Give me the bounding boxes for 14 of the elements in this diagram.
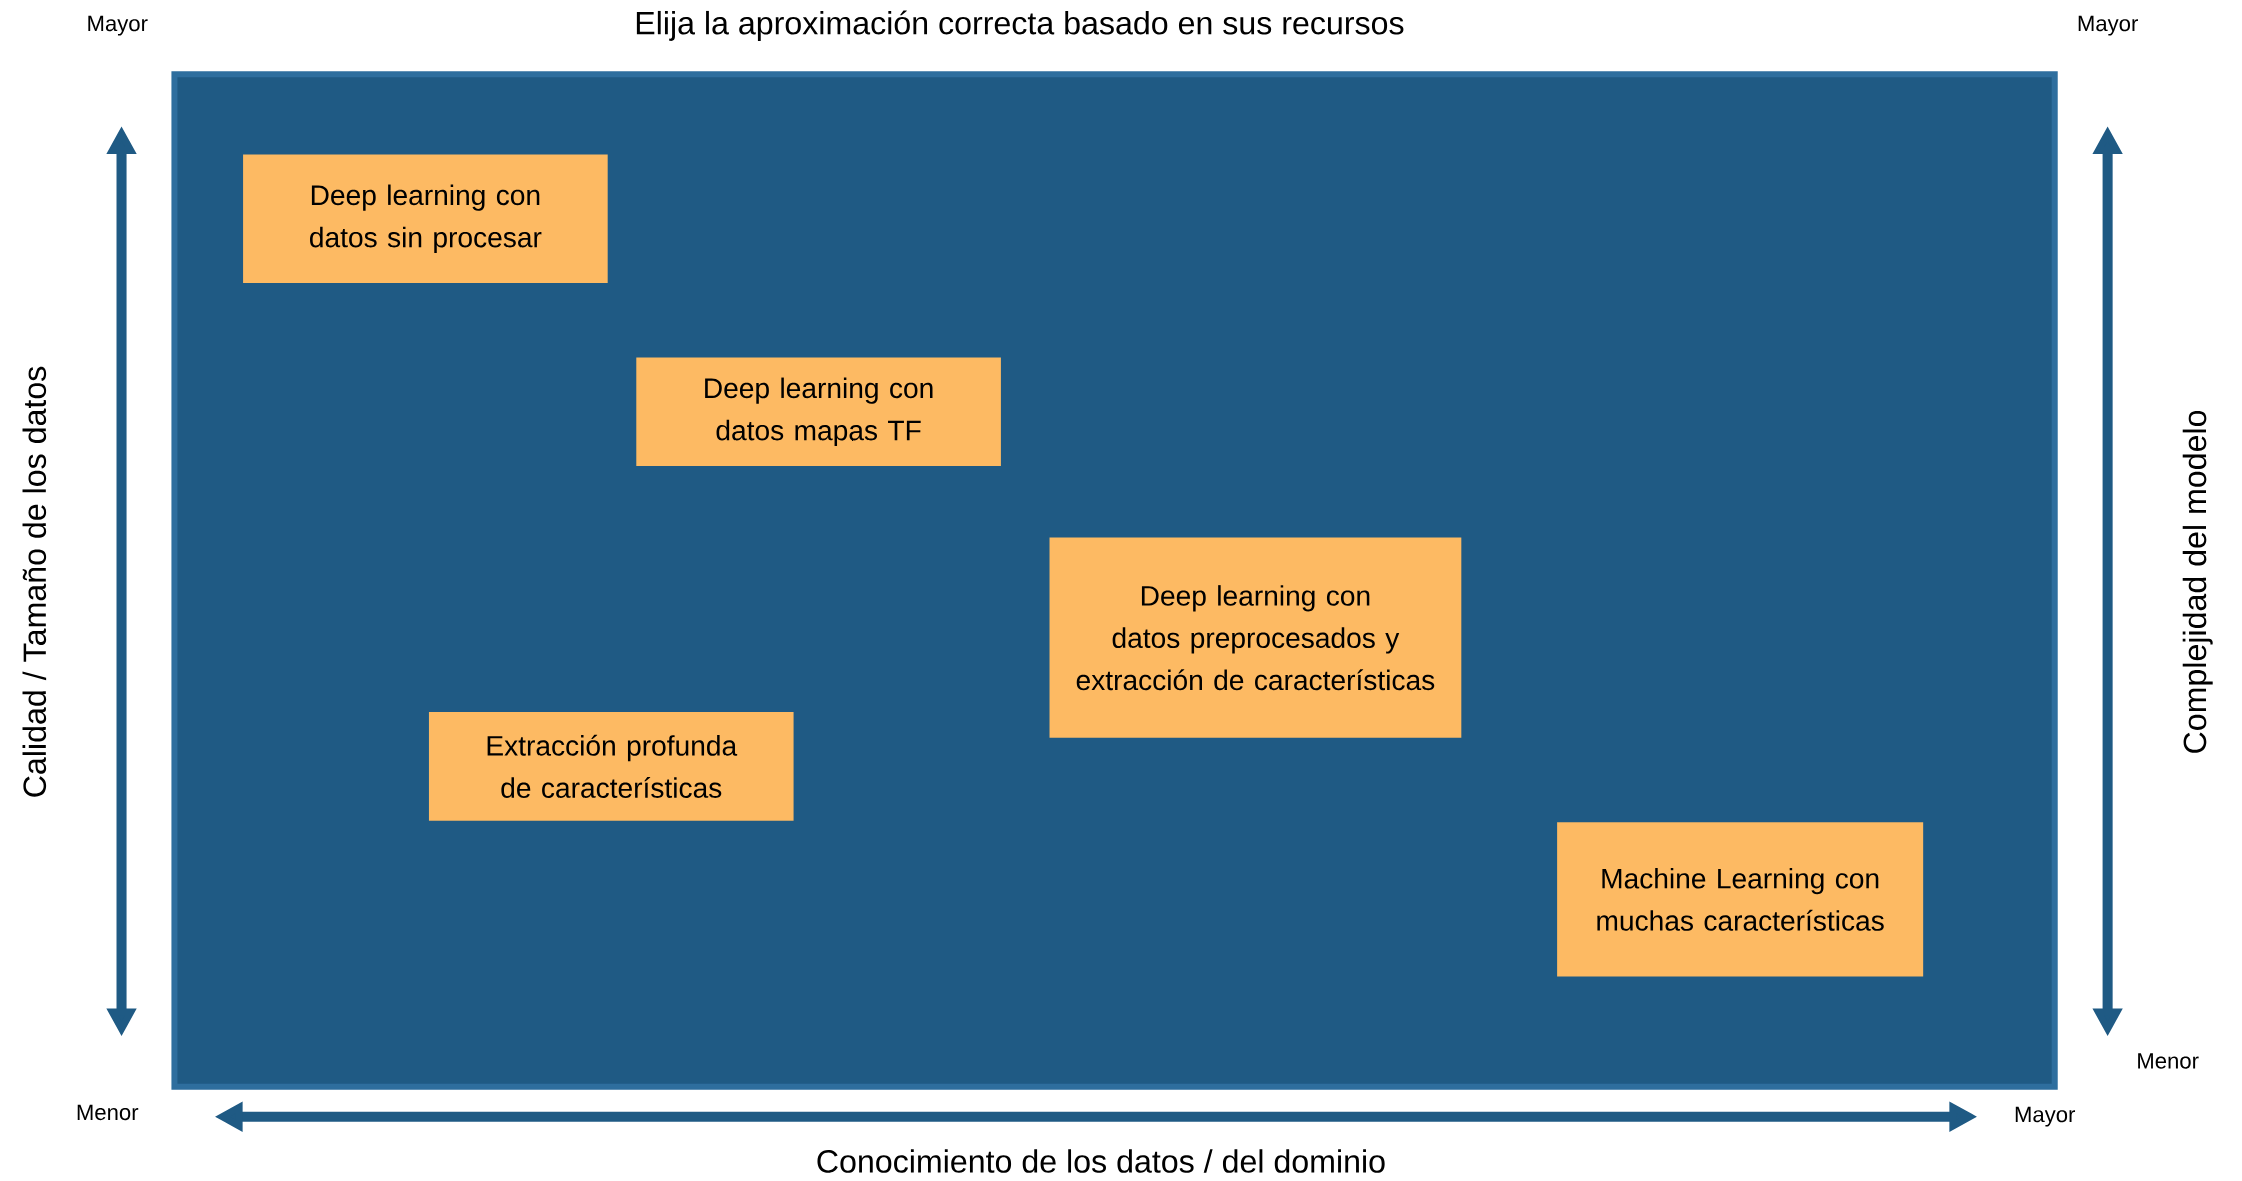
approach-box: Extracción profunda de características [428,712,794,821]
scale-label: Menor [2138,1053,2199,1069]
approach-box: Deep learning con datos preprocesados y extracción de características [1049,537,1462,738]
scale-label: Mayor [2078,15,2138,36]
approach-box: Machine Learning con muchas características [1557,822,1924,977]
axis-title: Complejidad del modelo [2182,410,2213,753]
axis-title: Conocimiento de los datos / del dominio [817,1149,1385,1173]
axis-title: Calidad / Tamaño de los datos [22,366,47,797]
scale-label: Mayor [2015,1106,2076,1127]
scale-label: Mayor [88,15,148,36]
scale-label: Menor [77,1104,139,1121]
diagram-title: Elija la aproximación correcta basado en sus recursos [636,10,1404,41]
approach-box: Deep learning con datos sin procesar [243,154,608,284]
approach-box: Deep learning con datos mapas TF [636,357,1001,467]
